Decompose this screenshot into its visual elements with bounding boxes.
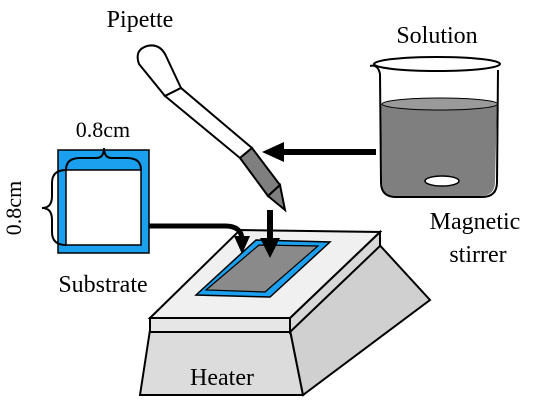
arrow-head-down bbox=[260, 238, 280, 258]
pipette-bulb bbox=[136, 44, 183, 98]
pipette-tip bbox=[266, 183, 287, 213]
solution-label: Solution bbox=[396, 23, 477, 49]
magnetic-label: Magnetic bbox=[430, 209, 521, 235]
substrate-white-area bbox=[65, 169, 142, 246]
stirrer-label: stirrer bbox=[449, 242, 506, 268]
arrow-substrate-to-heater bbox=[149, 223, 245, 241]
height-dimension: 0.8cm bbox=[1, 181, 26, 235]
height-brace bbox=[41, 169, 67, 246]
heater-label: Heater bbox=[190, 365, 254, 391]
thin-film bbox=[204, 244, 320, 293]
heater-icon bbox=[138, 228, 432, 397]
arrows bbox=[149, 142, 376, 258]
beaker-icon bbox=[369, 56, 501, 198]
substrate-label: Substrate bbox=[58, 272, 147, 298]
beaker-rim bbox=[373, 56, 501, 72]
stir-bar-icon bbox=[424, 175, 460, 187]
heater-slab-front bbox=[149, 317, 291, 333]
beaker-glass bbox=[369, 64, 499, 198]
arrow-head-left bbox=[262, 142, 284, 162]
pipette-label: Pipette bbox=[107, 7, 174, 33]
pipette-body bbox=[163, 86, 254, 160]
solution-surface bbox=[381, 97, 499, 111]
arrow-head-curved bbox=[234, 236, 250, 254]
solution-liquid bbox=[381, 99, 497, 196]
pipette-icon bbox=[136, 44, 287, 213]
width-dimension: 0.8cm bbox=[76, 117, 130, 142]
width-brace bbox=[65, 147, 142, 171]
substrate-detail bbox=[41, 147, 150, 254]
